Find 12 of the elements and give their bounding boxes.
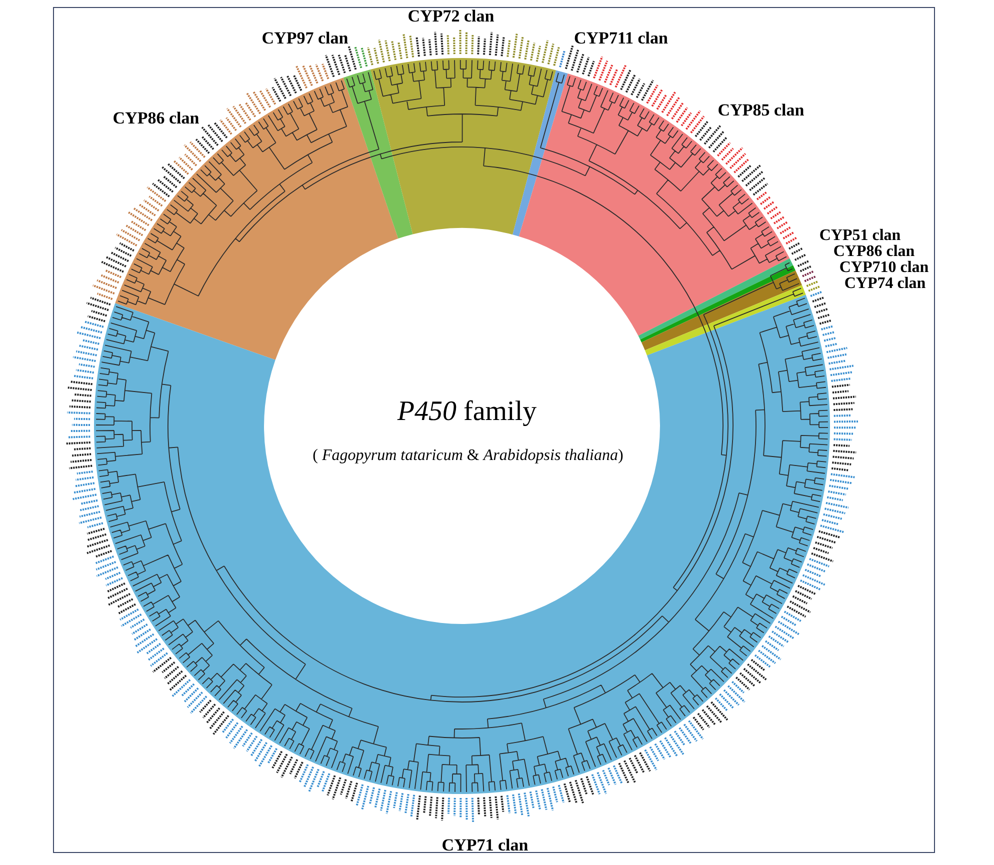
diagram-title: P450 family xyxy=(397,398,537,426)
clan-label: CYP74 clan xyxy=(844,276,926,292)
clan-label: CYP72 clan xyxy=(408,8,494,24)
clan-label: CYP85 clan xyxy=(718,102,804,118)
species-subtitle: ( Fagopyrum tataricum & Arabidopsis thaliana) xyxy=(312,448,624,464)
clan-label: CYP711 clan xyxy=(574,30,668,46)
clan-label: CYP71 clan xyxy=(442,836,528,854)
clan-label: CYP86 clan xyxy=(112,110,200,126)
clan-label: CYP86 clan xyxy=(833,244,915,260)
clan-label: CYP97 clan xyxy=(262,30,348,46)
clan-label: CYP51 clan xyxy=(819,228,901,244)
clan-label: CYP710 clan xyxy=(839,260,929,276)
